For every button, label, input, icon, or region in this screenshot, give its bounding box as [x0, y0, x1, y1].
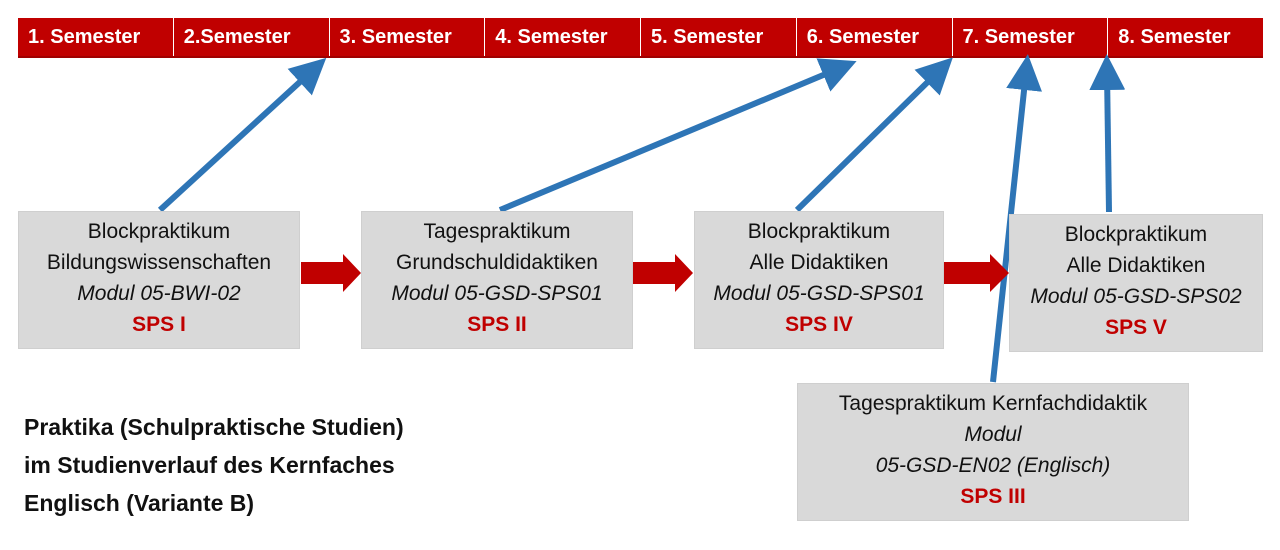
box-sps1-code: SPS I — [132, 313, 186, 336]
semester-3: 3. Semester — [330, 18, 486, 56]
box-sps5: Blockpraktikum Alle Didaktiken Modul 05-… — [1009, 214, 1263, 352]
semester-8: 8. Semester — [1118, 26, 1231, 48]
box-sps4-modul: Modul 05-GSD-SPS01 — [713, 282, 925, 305]
box-sps4-subtitle: Alle Didaktiken — [749, 251, 889, 274]
box-sps5-title: Blockpraktikum — [1064, 223, 1208, 246]
arrow-sps2-to-semester-6 — [498, 58, 857, 213]
caption-line-2: im Studienverlauf des Kernfaches — [24, 452, 395, 478]
arrow-sps4-to-semester-7 — [794, 57, 953, 213]
box-sps1-modul: Modul 05-BWI-02 — [77, 282, 241, 305]
arrow-sps1-to-semester-3 — [157, 57, 327, 213]
box-sps1-subtitle: Bildungswissenschaften — [46, 251, 272, 274]
box-sps4-code: SPS IV — [785, 313, 853, 336]
box-sps2-subtitle: Grundschuldidaktiken — [396, 251, 598, 274]
semester-7: 7. Semester — [953, 18, 1109, 56]
semester-5: 5. Semester — [641, 18, 797, 56]
box-sps4: Blockpraktikum Alle Didaktiken Modul 05-… — [694, 211, 944, 349]
box-sps3-modul: 05-GSD-EN02 (Englisch) — [875, 454, 1111, 477]
box-sps4-title: Blockpraktikum — [747, 220, 891, 243]
box-sps3-title: Tagespraktikum Kernfachdidaktik — [838, 392, 1148, 415]
box-sps2: Tagespraktikum Grundschuldidaktiken Modu… — [361, 211, 633, 349]
flow-arrow-1 — [301, 254, 361, 292]
box-sps2-title: Tagespraktikum — [423, 220, 571, 243]
semester-1: 1. Semester — [18, 18, 174, 56]
box-sps1: Blockpraktikum Bildungswissenschaften Mo… — [18, 211, 300, 349]
box-sps3-code: SPS III — [960, 485, 1026, 508]
flow-arrow-3 — [944, 254, 1009, 292]
caption-line-3: Englisch (Variante B) — [24, 490, 255, 516]
box-sps5-modul: Modul 05-GSD-SPS02 — [1030, 285, 1242, 308]
arrow-sps5-to-semester-8 — [1089, 54, 1126, 213]
box-sps1-title: Blockpraktikum — [87, 220, 231, 243]
semester-6: 6. Semester — [797, 18, 953, 56]
caption-line-1: Praktika (Schulpraktische Studien) — [24, 414, 404, 440]
box-sps5-code: SPS V — [1105, 316, 1167, 339]
semester-2: 2.Semester — [174, 18, 330, 56]
flow-arrow-2 — [633, 254, 693, 292]
semester-4: 4. Semester — [485, 18, 641, 56]
box-sps2-modul: Modul 05-GSD-SPS01 — [391, 282, 603, 305]
semester-bar: 1. Semester 2.Semester 3. Semester 4. Se… — [18, 18, 1263, 58]
box-sps3: Tagespraktikum Kernfachdidaktik Modul 05… — [797, 383, 1189, 521]
box-sps5-subtitle: Alle Didaktiken — [1066, 254, 1206, 277]
box-sps2-code: SPS II — [467, 313, 527, 336]
diagram-caption: Praktika (Schulpraktische Studien) im St… — [24, 408, 404, 522]
box-sps3-modul-label: Modul — [964, 423, 1022, 446]
